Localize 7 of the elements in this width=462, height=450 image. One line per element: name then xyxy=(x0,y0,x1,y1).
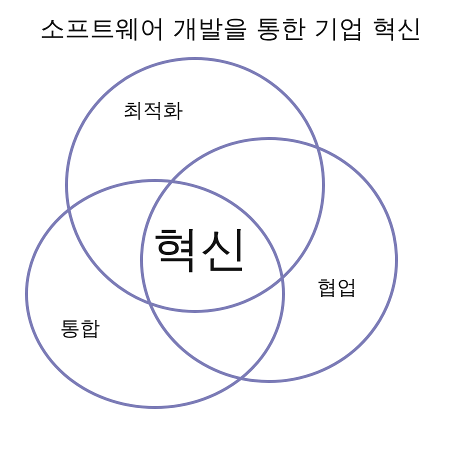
circle-label: 통합 xyxy=(60,315,100,341)
venn-circle xyxy=(140,137,398,383)
venn-circle xyxy=(25,179,285,409)
circle-label: 협업 xyxy=(317,274,357,300)
diagram-title: 소프트웨어 개발을 통한 기업 혁신 xyxy=(39,13,423,45)
center-label: 혁신 xyxy=(152,221,248,279)
circle-label: 최적화 xyxy=(123,97,183,123)
